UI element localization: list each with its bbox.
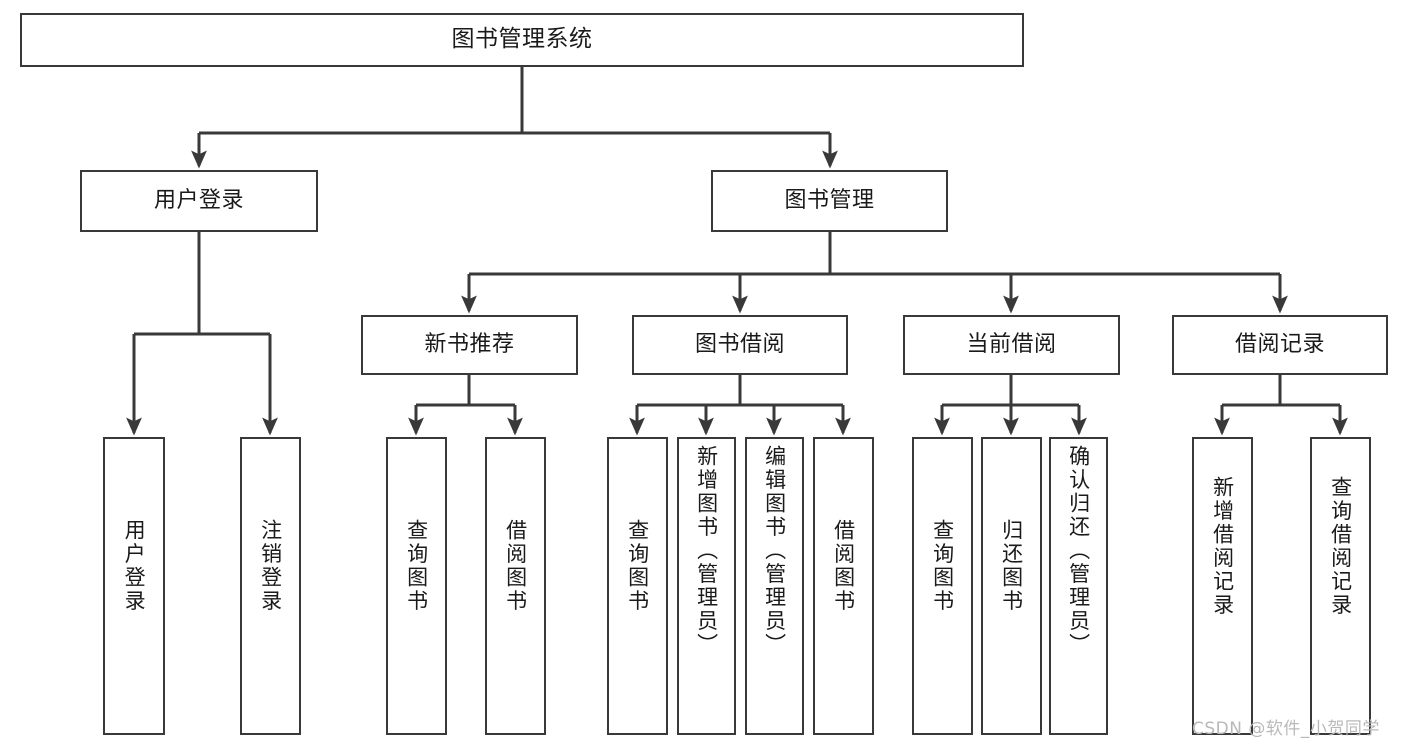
node-label: 查询图书: [930, 519, 955, 613]
node-label: 归还图书: [999, 519, 1024, 613]
node-label: 借阅图书: [831, 519, 856, 613]
csdn-watermark: CSDN @软件_小贺同学: [1192, 719, 1380, 739]
leaf-query-book-borrow[interactable]: 查询图书: [607, 437, 668, 735]
node-label: 借阅图书: [503, 519, 528, 613]
leaf-edit-book[interactable]: 编辑图书（管理员）: [745, 437, 804, 735]
node-label: 图书管理系统: [451, 26, 593, 53]
node-book-borrow[interactable]: 图书借阅: [632, 315, 848, 375]
leaf-query-book-recommend[interactable]: 查询图书: [386, 437, 447, 735]
leaf-add-borrow-record[interactable]: 新增借阅记录: [1192, 437, 1253, 735]
node-borrow-record[interactable]: 借阅记录: [1172, 315, 1388, 375]
node-label: 用户登录: [122, 519, 147, 613]
leaf-query-borrow-record[interactable]: 查询借阅记录: [1310, 437, 1371, 735]
node-label: 注销登录: [258, 519, 283, 613]
node-book-management-system[interactable]: 图书管理系统: [20, 13, 1024, 67]
node-label: 新书推荐: [424, 332, 515, 358]
leaf-borrow-book-recommend[interactable]: 借阅图书: [485, 437, 546, 735]
node-label: 新增借阅记录: [1210, 476, 1235, 617]
node-label: 新增图书（管理员）: [694, 445, 719, 657]
node-label: 图书管理: [784, 188, 875, 214]
node-label: 图书借阅: [694, 332, 785, 358]
node-label: 查询借阅记录: [1328, 476, 1353, 617]
leaf-return-book[interactable]: 归还图书: [981, 437, 1042, 735]
node-label: 确认归还（管理员）: [1066, 445, 1091, 657]
node-book-management[interactable]: 图书管理: [711, 170, 948, 232]
node-new-book-recommend[interactable]: 新书推荐: [361, 315, 578, 375]
node-label: 查询图书: [625, 519, 650, 613]
node-label: 当前借阅: [966, 332, 1057, 358]
node-label: 查询图书: [404, 519, 429, 613]
node-user-login[interactable]: 用户登录: [80, 170, 318, 232]
leaf-user-login[interactable]: 用户登录: [103, 437, 165, 735]
leaf-confirm-return[interactable]: 确认归还（管理员）: [1049, 437, 1108, 735]
node-label: 借阅记录: [1234, 332, 1325, 358]
leaf-add-book[interactable]: 新增图书（管理员）: [677, 437, 736, 735]
leaf-borrow-book[interactable]: 借阅图书: [813, 437, 874, 735]
node-current-borrow[interactable]: 当前借阅: [903, 315, 1120, 375]
leaf-logout-login[interactable]: 注销登录: [240, 437, 301, 735]
leaf-query-book-current[interactable]: 查询图书: [912, 437, 973, 735]
node-label: 用户登录: [153, 188, 244, 214]
node-label: 编辑图书（管理员）: [762, 445, 787, 657]
